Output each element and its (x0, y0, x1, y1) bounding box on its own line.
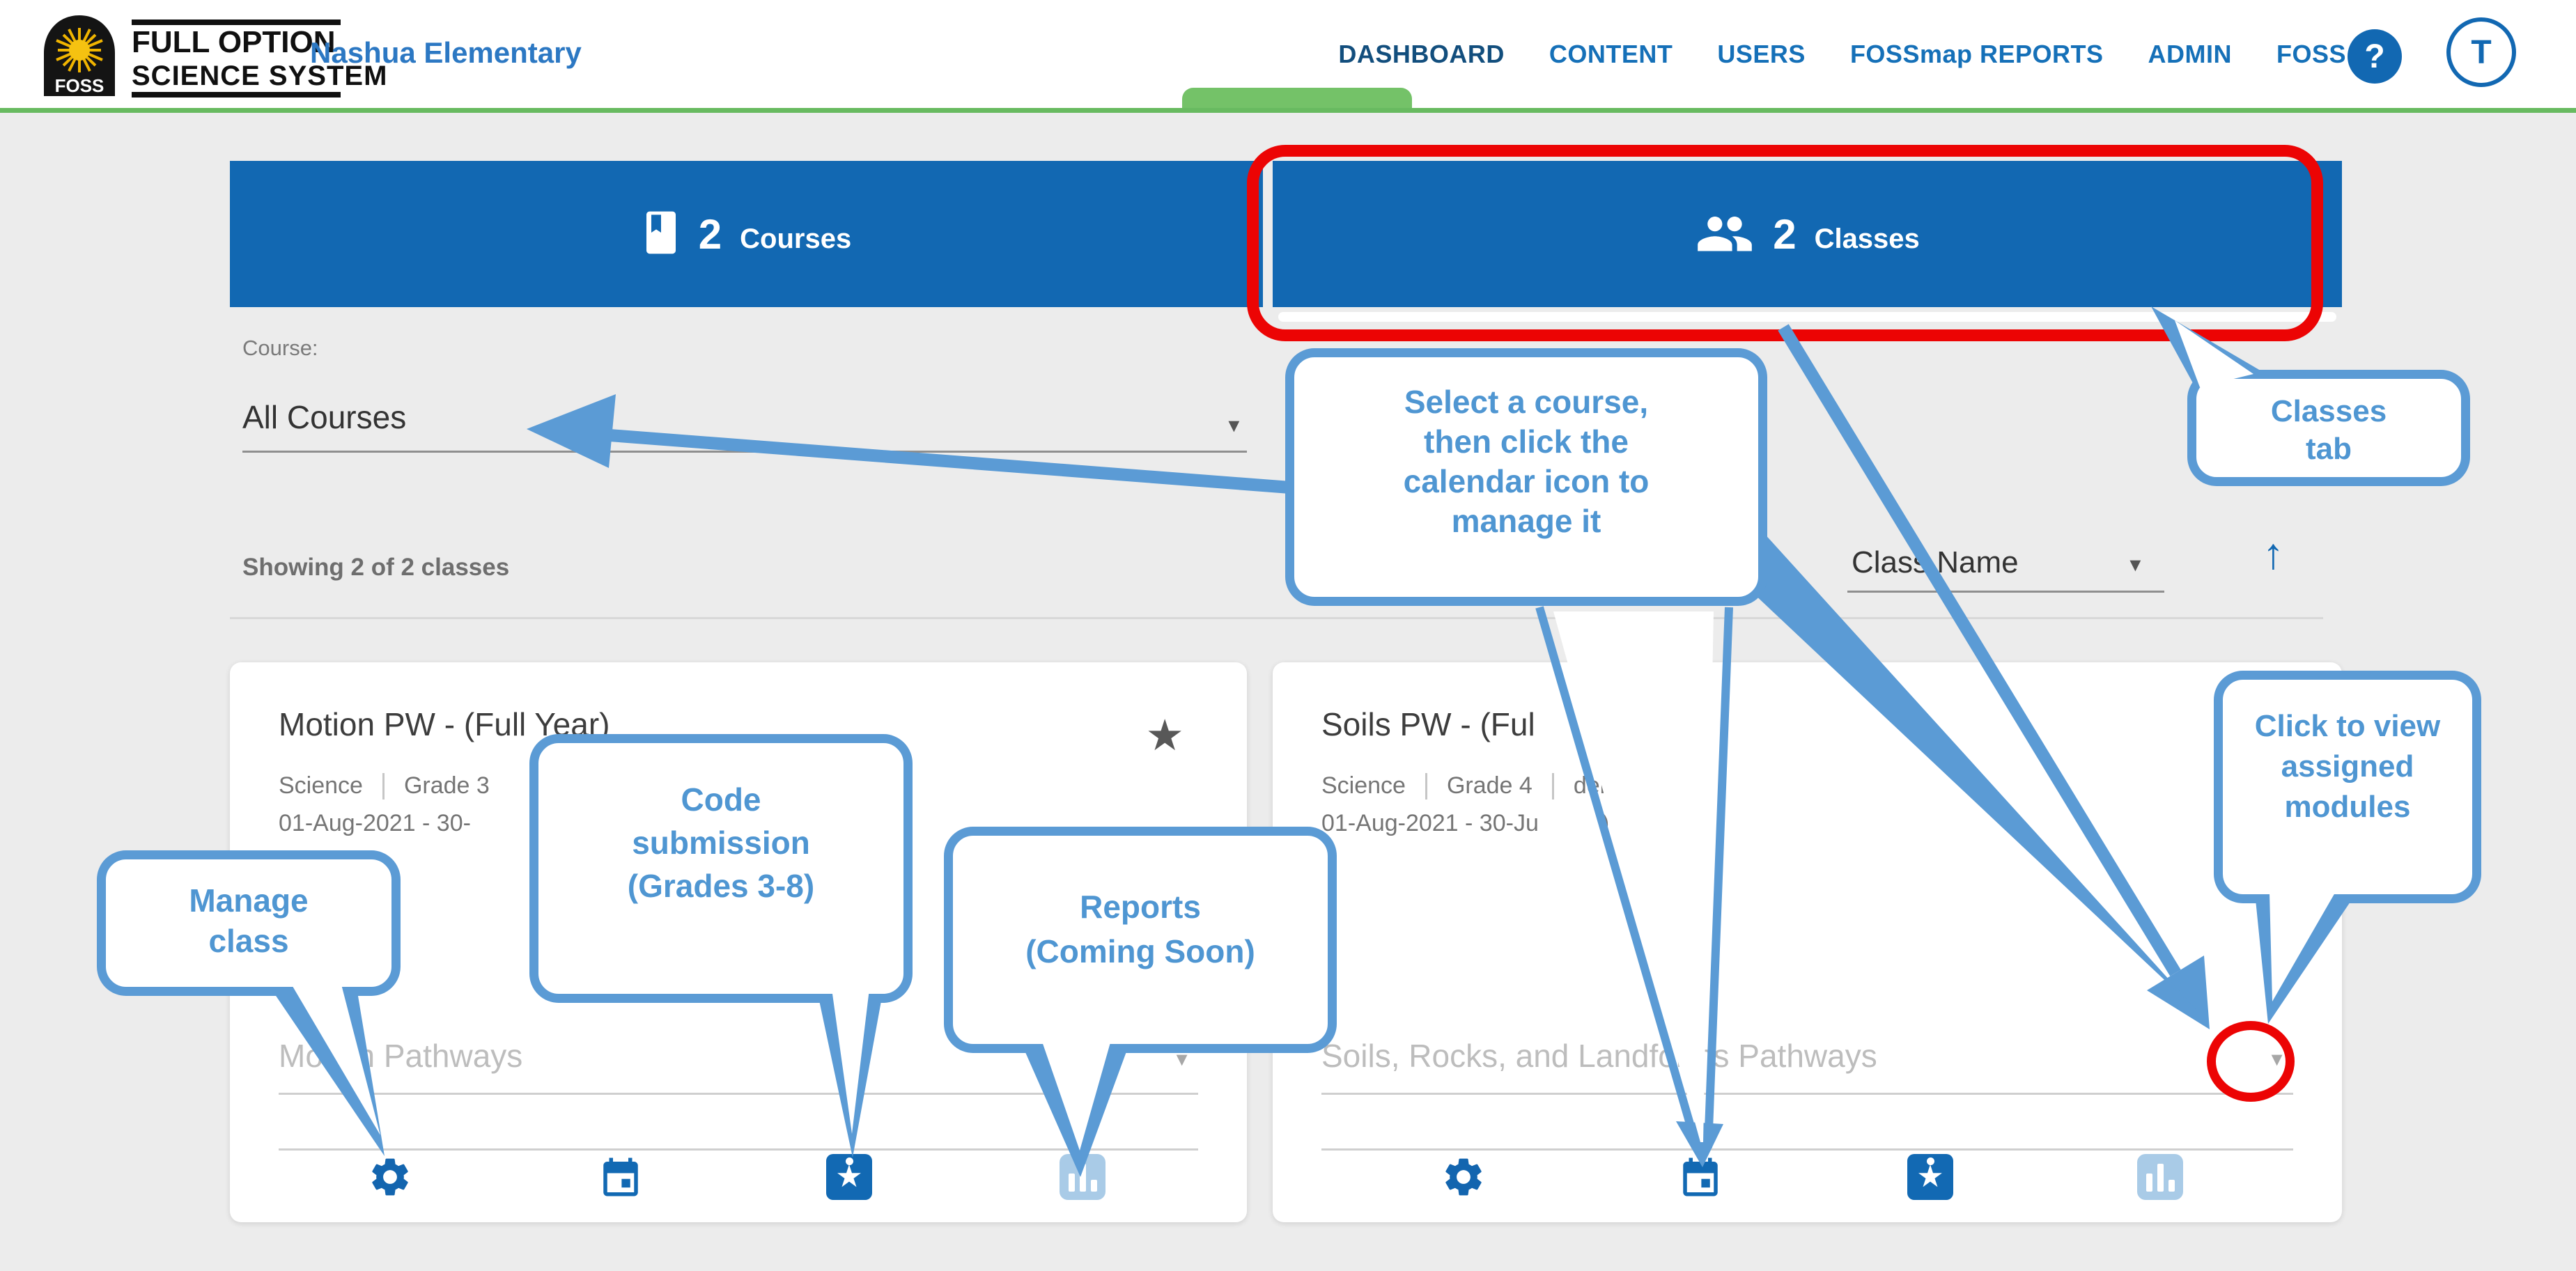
callout-manage-class: Manage class (97, 850, 401, 996)
logo-rule-top (132, 19, 341, 25)
book-icon (642, 210, 681, 259)
svg-text:FOSS: FOSS (55, 75, 104, 96)
nav-dashboard[interactable]: DASHBOARD (1338, 39, 1505, 68)
manage-class-gear-icon[interactable] (1441, 1154, 1487, 1200)
nav-foss[interactable]: FOSS (2276, 39, 2346, 68)
sort-select-underline (1847, 591, 2164, 593)
course-dropdown-arrow-icon[interactable]: ▼ (1225, 415, 1243, 436)
results-count-text: Showing 2 of 2 classes (242, 554, 510, 581)
logo-brand-top: FULL OPTION (132, 24, 336, 59)
logo-rule-bottom (132, 91, 341, 98)
callout-select-course: Select a course, then click the calendar… (1285, 348, 1767, 606)
sort-direction-icon[interactable]: ↑ (2263, 530, 2284, 578)
people-icon (1695, 212, 1755, 257)
courses-label: Courses (740, 223, 852, 254)
calendar-icon[interactable] (598, 1154, 644, 1200)
callout-view-modules: Click to view assigned modules (2214, 671, 2481, 903)
course-filter-label: Course: (242, 336, 318, 360)
user-avatar[interactable]: T (2446, 17, 2516, 87)
class-meta: Science Grade 4 dents (1321, 772, 1631, 800)
section-divider (230, 617, 2323, 619)
callout-reports: Reports (Coming Soon) (944, 827, 1337, 1053)
class-subject: Science (1321, 772, 1406, 799)
module-dropdown[interactable]: Motion Pathways (279, 1038, 523, 1074)
class-grade: Grade 3 (403, 772, 490, 799)
top-nav: DASHBOARD CONTENT USERS FOSSmap REPORTS … (1338, 0, 2346, 108)
course-select-underline (242, 451, 1247, 453)
course-filter-select[interactable]: All Courses (242, 399, 407, 435)
class-students-fragment: dents (1573, 772, 1632, 799)
class-title: Soils PW - (Ful (1321, 706, 1535, 742)
module-underline (279, 1093, 1198, 1095)
foss-sun-icon: FOSS (38, 14, 121, 102)
meta-divider (382, 772, 385, 800)
reports-chart-icon[interactable] (1060, 1154, 1105, 1200)
badge-star-glyph: ★ (1916, 1160, 1944, 1194)
help-icon[interactable]: ? (2348, 29, 2402, 84)
foss-logo: FOSS FULL OPTION SCIENCE SYSTEM (38, 14, 387, 102)
class-dates: 01-Aug-2021 - 30-Ju) (1321, 810, 1610, 836)
badge-hole (1927, 1157, 1934, 1165)
class-subject: Science (279, 772, 363, 799)
red-highlight-box-classes-tab (1247, 145, 2323, 341)
code-submission-badge-icon[interactable]: ★ (826, 1154, 872, 1200)
logo-brand-bottom: SCIENCE SYSTEM (132, 60, 388, 91)
callout-code-submission: Code submission (Grades 3-8) (529, 734, 913, 1003)
sort-dropdown-arrow-icon[interactable]: ▼ (2126, 554, 2145, 575)
classes-label: Classes (1814, 223, 1920, 254)
class-meta: Science Grade 3 (279, 772, 490, 800)
classes-tab-selected-indicator (1278, 312, 2336, 322)
meta-divider (1425, 772, 1427, 800)
class-card-soils: Soils PW - (Ful Science Grade 4 dents 01… (1273, 662, 2342, 1222)
class-dates: 01-Aug-2021 - 30- (279, 810, 471, 836)
manage-class-gear-icon[interactable] (367, 1154, 413, 1200)
module-underline (1321, 1093, 2293, 1095)
courses-count: 2 (698, 210, 722, 258)
module-dropdown[interactable]: Soils, Rocks, and Landforms Pathways (1321, 1038, 1877, 1074)
badge-hole (846, 1157, 853, 1165)
meta-divider (1551, 772, 1554, 800)
module-underline-2 (1321, 1148, 2293, 1151)
nav-fossmap-reports[interactable]: FOSSmap REPORTS (1849, 39, 2104, 68)
calendar-icon[interactable] (1677, 1154, 1723, 1200)
module-underline-2 (279, 1148, 1198, 1151)
active-nav-underline (1182, 88, 1412, 108)
class-grade: Grade 4 (1446, 772, 1533, 799)
courses-summary-tab[interactable]: 2 Courses (230, 161, 1263, 307)
callout-classes-tab: Classes tab (2187, 370, 2470, 486)
nav-users[interactable]: USERS (1717, 39, 1806, 68)
header-divider (0, 108, 2576, 113)
reports-chart-icon[interactable] (2137, 1154, 2183, 1200)
date-fragment: ) (1601, 810, 1610, 836)
favorite-star-icon[interactable]: ★ (1145, 712, 1184, 760)
school-name: Nashua Elementary (310, 36, 582, 69)
badge-star-glyph: ★ (835, 1160, 863, 1194)
red-highlight-circle-module-arrow (2207, 1021, 2295, 1102)
classes-count: 2 (1773, 210, 1797, 258)
sort-by-select[interactable]: Class Name (1852, 545, 2019, 579)
nav-admin[interactable]: ADMIN (2148, 39, 2232, 68)
nav-content[interactable]: CONTENT (1549, 39, 1673, 68)
code-submission-badge-icon[interactable]: ★ (1907, 1154, 1953, 1200)
classes-summary-tab[interactable]: 2 Classes (1273, 161, 2342, 307)
